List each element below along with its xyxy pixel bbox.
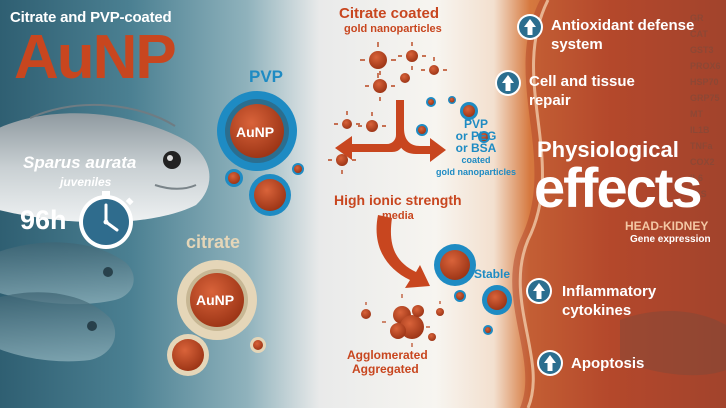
coated-options-line3: or BSA <box>455 141 497 155</box>
gene-item: GR <box>690 13 704 23</box>
effect-repair-line1: Cell and tissue <box>529 73 635 90</box>
aggregated-particles <box>361 305 444 341</box>
coated-options-line1: PVP <box>463 117 488 131</box>
analysis-label: Gene expression <box>630 234 711 245</box>
citrate-nanoparticle-medium <box>167 334 209 376</box>
pvp-label: PVP <box>249 67 284 86</box>
coating-title: Citrate and PVP-coated <box>10 9 172 26</box>
effects-band <box>512 0 726 408</box>
gene-item: MT <box>690 109 703 119</box>
coated-options-text: PVP or PEG or BSA coated gold nanopartic… <box>436 118 516 178</box>
citrate-particle-label: AuNP <box>196 292 235 308</box>
gene-item: IL6 <box>690 173 704 183</box>
exposure-time: 96h <box>20 205 67 235</box>
citrate-spikes <box>328 42 447 174</box>
pvp-particle-label: AuNP <box>236 124 275 140</box>
citrate-coated-cluster <box>336 50 439 166</box>
gene-item: HSP70 <box>690 77 719 87</box>
coated-options-line4: coated <box>461 155 491 165</box>
citrate-coated-title: Citrate coated <box>339 5 440 22</box>
effect-inflammatory-line1: Inflammatory <box>562 283 657 300</box>
clock-icon <box>79 191 134 249</box>
effects-band-edge <box>518 0 550 408</box>
gene-item: CAT <box>690 29 708 39</box>
coated-options-line5: gold nanoparticles <box>436 167 517 177</box>
ionic-strength-subtitle: media <box>382 210 414 222</box>
gene-item: GRP75 <box>690 93 720 103</box>
split-arrow-icon <box>335 100 446 162</box>
curved-arrow-icon <box>376 215 430 288</box>
effect-antioxidant-line2: system <box>551 36 603 53</box>
citrate-coated-subtitle: gold nanoparticles <box>344 23 442 35</box>
gene-item: IL1B <box>690 125 710 135</box>
stable-label: Stable <box>474 267 511 281</box>
tissue-label: HEAD-KIDNEY <box>625 219 709 233</box>
citrate-label: citrate <box>186 232 241 252</box>
life-stage: juveniles <box>60 175 112 189</box>
aggregated-line1: Agglomerated <box>347 348 428 362</box>
aggregated-line2: Aggregated <box>352 362 419 376</box>
up-arrow-icon-3 <box>526 278 552 304</box>
effect-repair-line2: repair <box>529 92 571 109</box>
effect-apoptosis: Apoptosis <box>571 355 645 372</box>
gene-item: GST3 <box>690 45 714 55</box>
citrate-nanoparticle-small <box>250 337 266 353</box>
effect-inflammatory-line2: cytokines <box>562 302 632 319</box>
fish-background-3 <box>620 310 726 376</box>
fish-main <box>0 104 210 223</box>
effect-antioxidant-line1: Antioxidant defense <box>551 17 695 34</box>
gene-item: PROX6 <box>690 61 721 71</box>
gene-item: LYS <box>690 189 707 199</box>
gene-item: COX2 <box>690 157 715 167</box>
pvp-nanoparticle-large <box>217 91 297 171</box>
fish-background-2 <box>0 292 116 362</box>
main-title: AuNP <box>14 23 177 92</box>
fish-background-1 <box>0 242 134 305</box>
ionic-strength-title: High ionic strength <box>334 192 462 208</box>
up-arrow-icon-1 <box>517 14 543 40</box>
aggregated-spikes <box>365 294 441 347</box>
pvp-nanoparticle-small <box>225 169 243 187</box>
stable-particles <box>434 244 512 335</box>
citrate-nanoparticle-large <box>177 260 257 340</box>
effects-heading: Physiological <box>537 137 679 162</box>
up-arrow-icon-4 <box>537 350 563 376</box>
coated-options-line2: or PEG <box>455 129 497 143</box>
gene-item: TNFa <box>690 141 713 151</box>
pvp-nanoparticle-tiny <box>292 163 304 175</box>
pvp-nanoparticle-medium <box>249 174 291 216</box>
up-arrow-icon-2 <box>495 70 521 96</box>
coated-cluster <box>416 96 490 143</box>
species-name: Sparus aurata <box>23 153 137 172</box>
gene-list: GR CAT GST3 PROX6 HSP70 GRP75 MT IL1B TN… <box>690 10 726 202</box>
effects-big-title: effects <box>534 156 703 219</box>
